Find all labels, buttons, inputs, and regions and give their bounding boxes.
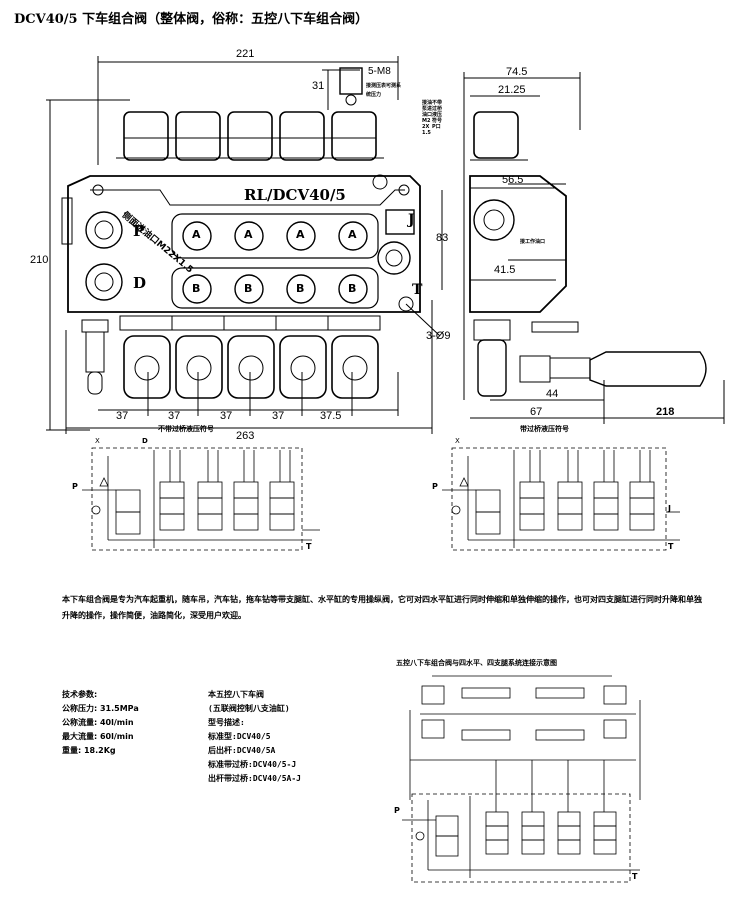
schematic-left-title: 不带过桥液压符号 <box>158 425 214 433</box>
model-line-6: 标准带过桥:DCV40/5-J <box>208 760 297 769</box>
dim-pitch-5: 37.5 <box>320 410 342 422</box>
dim-31: 31 <box>312 80 325 92</box>
dim-pitch-1: 37 <box>116 410 129 422</box>
dim-5-m8: 5-M8 <box>368 66 391 77</box>
valve-marking: RL/DCV40/5 <box>244 186 346 204</box>
port-b-2: B <box>244 282 253 295</box>
model-line-7: 出杆带过桥:DCV40/5A-J <box>208 774 301 783</box>
dim-221: 221 <box>236 48 255 60</box>
port-p: P <box>133 222 145 240</box>
tech-param-pressure: 公称压力: 31.5MPa <box>62 704 139 713</box>
port-a-1: A <box>192 228 201 241</box>
page-title: DCV40/5 下车组合阀（整体阀，俗称：五控八下车组合阀） <box>14 12 369 27</box>
schem-bottom-p: P <box>394 806 400 815</box>
port-d: D <box>133 274 147 292</box>
schem-left-p: P <box>72 482 78 491</box>
schem-right-x: X <box>455 437 460 445</box>
port-b-4: B <box>348 282 357 295</box>
port-b-1: B <box>192 282 201 295</box>
model-line-2: (五联阀控制八支油缸) <box>208 704 290 713</box>
product-description: 本下车组合阀是专为汽车起重机，随车吊，汽车钻，拖车钻等带支腿缸、水平缸的专用操纵… <box>62 595 702 620</box>
schem-left-x: X <box>95 437 100 445</box>
port-t: T <box>412 282 423 298</box>
schem-bottom-t: T <box>632 872 638 881</box>
note-pump-inlet: 接油泵进油口M22X1.5 <box>422 100 433 136</box>
note-pressure-gauge: 接测压表可测系统压力 <box>366 83 402 98</box>
dim-263: 263 <box>236 430 255 442</box>
model-line-5: 后出杆:DCV40/5A <box>208 746 276 755</box>
schem-right-p: P <box>432 482 438 491</box>
note-work-port: 接工作油口 <box>520 239 546 245</box>
schem-left-d: D <box>142 437 148 445</box>
port-a-3: A <box>296 228 305 241</box>
dim-pitch-2: 37 <box>168 410 181 422</box>
schem-left-t: T <box>306 542 312 551</box>
schematic-bottom-title: 五控八下车组合阀与四水平、四支腿系统连接示意图 <box>396 659 557 667</box>
port-a-2: A <box>244 228 253 241</box>
dim-pitch-3: 37 <box>220 410 233 422</box>
dim-56-5: 56.5 <box>502 174 524 186</box>
note-p-port: 不带过桥液压符号P口 <box>432 100 443 130</box>
port-b-3: B <box>296 282 305 295</box>
tech-params-heading: 技术参数: <box>62 690 98 699</box>
model-line-3: 型号描述: <box>208 718 245 727</box>
tech-param-weight: 重量: 18.2Kg <box>62 746 116 755</box>
port-j: J <box>408 212 415 228</box>
dim-41-5: 41.5 <box>494 264 516 276</box>
dim-pitch-4: 37 <box>272 410 285 422</box>
dim-44: 44 <box>546 388 559 400</box>
dim-hole: 3-Ø9 <box>426 330 451 342</box>
tech-param-flow: 公称流量: 40l/min <box>62 718 134 727</box>
port-a-4: A <box>348 228 357 241</box>
dim-83: 83 <box>436 232 449 244</box>
model-line-1: 本五控八下车阀 <box>208 690 264 699</box>
dim-210: 210 <box>30 254 49 266</box>
schematic-right-title: 带过桥液压符号 <box>520 425 569 433</box>
dim-21-25: 21.25 <box>498 84 526 96</box>
schem-right-j: J <box>668 504 671 513</box>
tech-param-max-flow: 最大流量: 60l/min <box>62 732 134 741</box>
model-line-4: 标准型:DCV40/5 <box>208 732 271 741</box>
schem-right-t: T <box>668 542 674 551</box>
dim-218: 218 <box>656 406 675 418</box>
dim-74-5: 74.5 <box>506 66 528 78</box>
dim-67: 67 <box>530 406 543 418</box>
